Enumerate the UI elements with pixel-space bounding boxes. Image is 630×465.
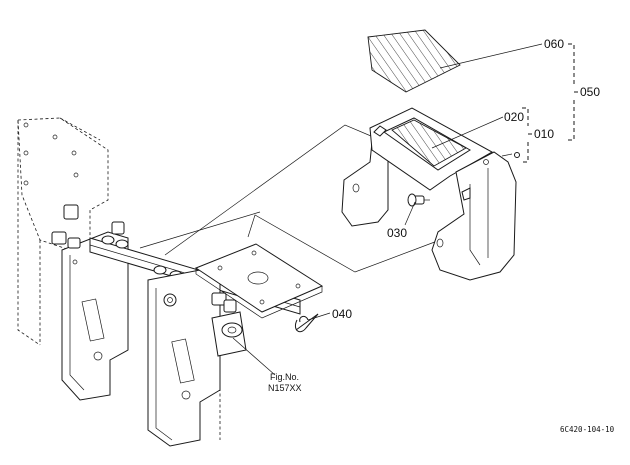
frame-assembly — [17, 117, 301, 447]
callout-010[interactable]: 010 — [534, 127, 554, 141]
mounting-plate — [194, 243, 324, 319]
cushion-pad-060 — [367, 29, 461, 93]
figure-ref-label: Fig.No. — [270, 372, 299, 382]
cushion-pad-020 — [391, 119, 467, 167]
callout-040[interactable]: 040 — [332, 307, 352, 321]
small-bolt — [514, 152, 520, 158]
drawing-code: 6C420-104-10 — [560, 425, 615, 434]
callout-060[interactable]: 060 — [544, 37, 564, 51]
callout-brackets — [522, 43, 578, 163]
leader-lines — [232, 43, 543, 376]
clip-pin-040 — [294, 313, 319, 333]
figure-ref-number[interactable]: N157XX — [268, 383, 302, 393]
callout-050[interactable]: 050 — [580, 85, 600, 99]
callout-030[interactable]: 030 — [387, 226, 407, 240]
callout-020[interactable]: 020 — [504, 110, 524, 124]
